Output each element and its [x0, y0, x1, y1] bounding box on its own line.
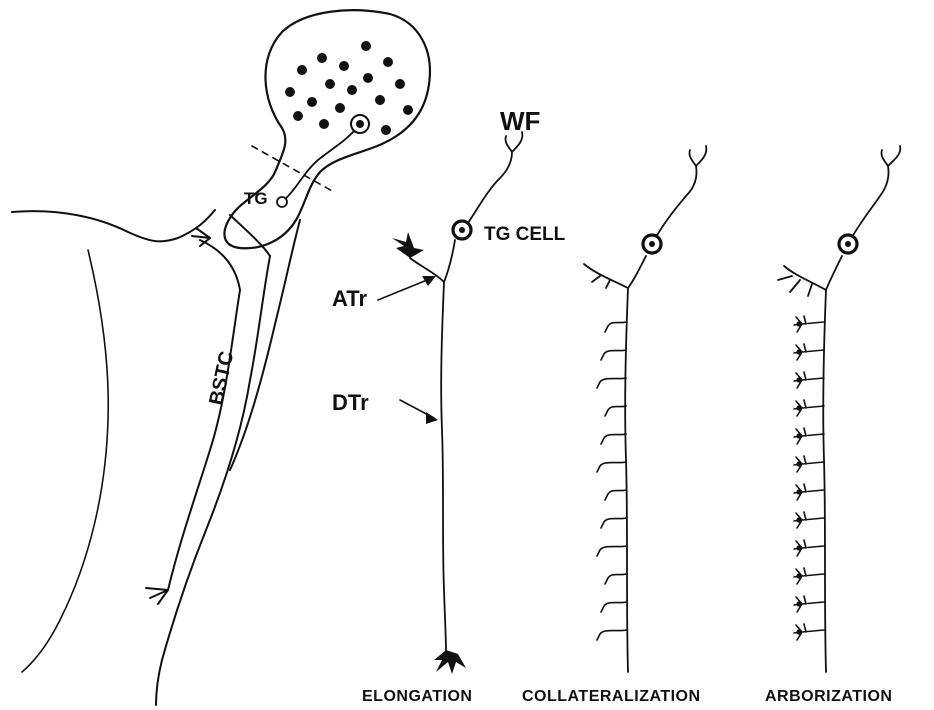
follicle-dot [361, 41, 371, 51]
atr-branch [778, 266, 826, 296]
whisker-follicles [285, 41, 413, 135]
arbor-bouton [796, 349, 801, 354]
tract-junction-right [230, 215, 270, 256]
arbor-bouton [796, 433, 801, 438]
follicle-dot [325, 79, 335, 89]
follicle-dot [319, 119, 329, 129]
atr-label: ATr [332, 286, 367, 311]
terminal-arbors [794, 316, 824, 640]
wf-label: WF [500, 106, 540, 136]
arbor-bouton [796, 489, 801, 494]
follicle-dot [375, 95, 385, 105]
arbor-bouton [796, 601, 801, 606]
follicle-dot [335, 103, 345, 113]
follicle-dot [339, 61, 349, 71]
follicle-dot [293, 111, 303, 121]
atr-branch [584, 264, 628, 288]
atr-growth-cone [392, 232, 424, 258]
neuron-collateralization [584, 146, 706, 672]
arbor-bouton [796, 573, 801, 578]
wf-branch [466, 132, 522, 226]
follicle-dot [381, 125, 391, 135]
follicle-dot [395, 79, 405, 89]
tg-label: TG [244, 189, 268, 208]
collateral-branch [601, 518, 626, 528]
collateral-branch [601, 350, 626, 360]
central-axon [625, 256, 646, 672]
arbor-bouton [796, 461, 801, 466]
collateral-branch [597, 546, 626, 556]
follicle-dot [347, 85, 357, 95]
wf-branch [848, 146, 900, 244]
stage-label-collateralization: COLLATERALIZATION [522, 688, 701, 705]
follicle-dot [383, 57, 393, 67]
tg-ganglion-cell [277, 197, 287, 207]
tg-cell-body-core [845, 241, 851, 247]
outer-brainstem-line [230, 220, 300, 470]
central-axon [823, 256, 842, 672]
bstc-terminal [146, 588, 168, 604]
collateral-branch [601, 434, 626, 444]
bstc-tract-left [168, 290, 240, 590]
follicle-dot [307, 97, 317, 107]
collateral-branch [597, 378, 626, 388]
collateral-branch [605, 574, 626, 584]
collateral-branch [605, 490, 626, 500]
bstc-tract-right [156, 256, 270, 705]
follicle-dot [317, 53, 327, 63]
follicle-dot [297, 65, 307, 75]
collateral-branch [597, 462, 626, 472]
collateral-branch [597, 630, 626, 640]
tg-cell-body-core [649, 241, 655, 247]
brain-inner-contour [22, 250, 108, 672]
arbor-bouton [796, 545, 801, 550]
collateral-branch [605, 406, 626, 416]
arbor-bouton [796, 405, 801, 410]
head-contour [12, 210, 215, 241]
central-axon [441, 240, 455, 650]
atr-arrow [378, 278, 432, 300]
follicle-dot [403, 105, 413, 115]
peripheral-axon [282, 124, 360, 202]
collateral-branch [601, 602, 626, 612]
arbor-bouton [796, 629, 801, 634]
follicle-dot [363, 73, 373, 83]
follicle-dot [285, 87, 295, 97]
neuron-elongation [378, 132, 522, 674]
arbor-bouton [796, 377, 801, 382]
stage-label-arborization: ARBORIZATION [765, 688, 892, 705]
tg-cell-body-core [459, 227, 465, 233]
selected-follicle-core [356, 120, 364, 128]
whisker-pad-outline [224, 10, 429, 248]
collateral-branch [605, 322, 626, 332]
tg-cell-label: TG CELL [484, 224, 566, 245]
stage-label-elongation: ELONGATION [362, 688, 472, 705]
dtr-label: DTr [332, 390, 369, 415]
dtr-growth-cone [434, 650, 466, 674]
dtr-arrowhead [426, 412, 438, 424]
bstc-label: BSTC [205, 349, 238, 407]
neuron-arborization [778, 146, 900, 672]
wf-branch [652, 146, 706, 244]
arbor-bouton [796, 517, 801, 522]
arbor-bouton [796, 321, 801, 326]
collateral-branches [597, 322, 626, 640]
